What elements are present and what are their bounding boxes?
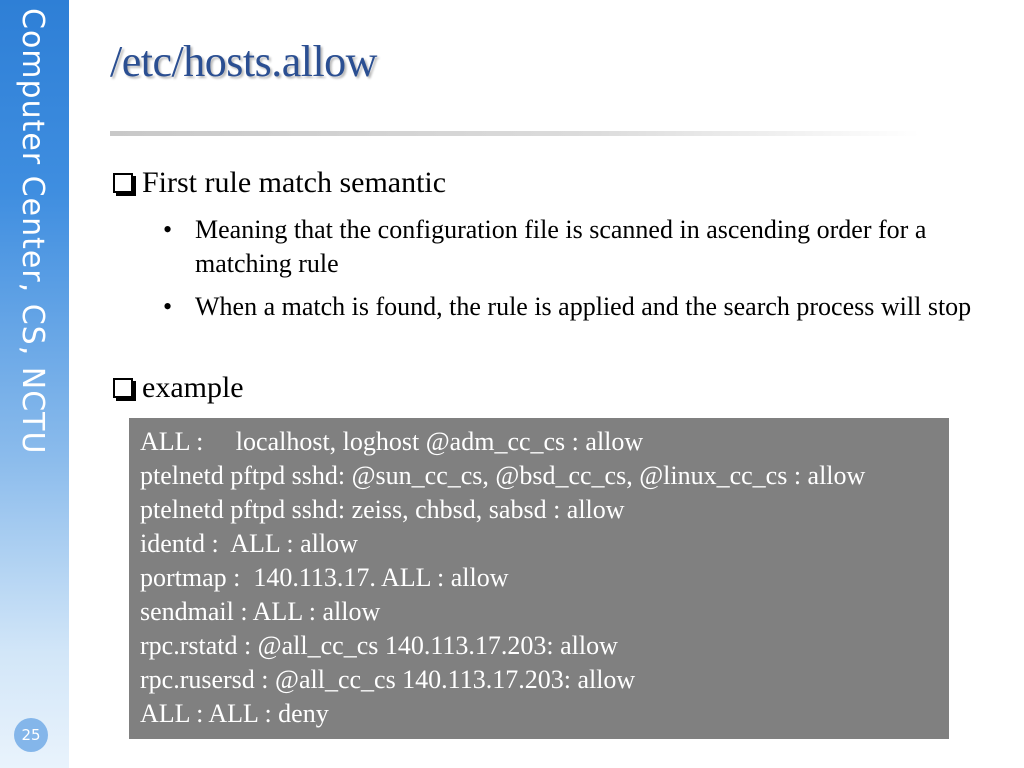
code-line: ALL : ALL : deny bbox=[140, 699, 329, 728]
code-example-box: ALL : localhost, loghost @adm_cc_cs : al… bbox=[129, 418, 949, 739]
list-item: • When a match is found, the rule is app… bbox=[163, 290, 983, 324]
code-line: rpc.rstatd : @all_cc_cs 140.113.17.203: … bbox=[140, 631, 618, 660]
bullet-icon: • bbox=[163, 292, 173, 321]
code-line: portmap : 140.113.17. ALL : allow bbox=[140, 563, 509, 592]
checkbox-bullet-icon bbox=[113, 173, 133, 193]
example-heading: example bbox=[113, 371, 244, 405]
slide-title: /etc/hosts.allow bbox=[110, 37, 377, 86]
rule-heading-label: First rule match semantic bbox=[142, 166, 447, 199]
code-line: ptelnetd pftpd sshd: zeiss, chbsd, sabsd… bbox=[140, 495, 625, 524]
rule-heading: First rule match semantic bbox=[113, 166, 446, 200]
sidebar: Computer Center, CS, NCTU 25 bbox=[0, 0, 69, 768]
example-heading-label: example bbox=[142, 371, 244, 404]
list-item-text: When a match is found, the rule is appli… bbox=[195, 292, 972, 321]
code-line: rpc.rusersd : @all_cc_cs 140.113.17.203:… bbox=[140, 665, 636, 694]
page-number: 25 bbox=[14, 718, 48, 752]
title-divider bbox=[110, 131, 920, 136]
code-line: ptelnetd pftpd sshd: @sun_cc_cs, @bsd_cc… bbox=[140, 461, 866, 490]
list-item-text: Meaning that the configuration file is s… bbox=[195, 215, 927, 278]
checkbox-bullet-icon bbox=[113, 378, 133, 398]
code-line: sendmail : ALL : allow bbox=[140, 597, 381, 626]
code-line: ALL : localhost, loghost @adm_cc_cs : al… bbox=[140, 427, 644, 456]
sidebar-label: Computer Center, CS, NCTU bbox=[15, 8, 50, 455]
bullet-icon: • bbox=[163, 215, 173, 244]
code-line: identd : ALL : allow bbox=[140, 529, 358, 558]
list-item: • Meaning that the configuration file is… bbox=[163, 213, 983, 281]
